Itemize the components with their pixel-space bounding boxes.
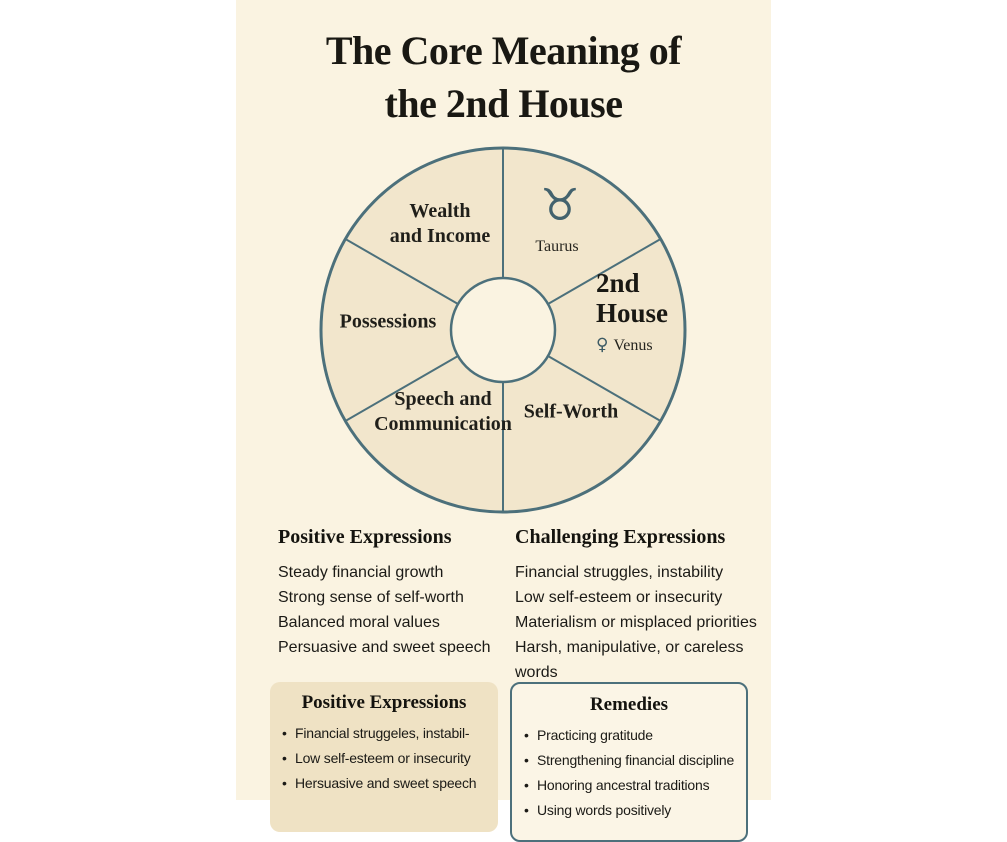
list-item: Low self-esteem or insecurity bbox=[282, 746, 492, 771]
list-item: Steady financial growth bbox=[278, 564, 444, 581]
list-item: Balanced moral values bbox=[278, 614, 440, 631]
list-item: Low self-esteem or insecurity bbox=[515, 589, 723, 606]
list-item: Financial struggles, instability bbox=[515, 564, 724, 581]
positive-expressions-box: Positive Expressions Financial struggele… bbox=[270, 682, 498, 832]
positive-box-heading: Positive Expressions bbox=[301, 692, 467, 713]
venus-row: ♀Venus bbox=[596, 335, 668, 355]
challenging-expressions-heading: Challenging Expressions bbox=[515, 526, 726, 548]
segment-speech-line1: Speech and bbox=[394, 388, 492, 410]
infographic-panel: The Core Meaning of the 2nd House Wealth… bbox=[236, 0, 771, 842]
house-label-line1: 2nd bbox=[596, 268, 640, 298]
page-title-line2: the 2nd House bbox=[384, 81, 624, 126]
list-item: Hersuasive and sweet speech bbox=[282, 771, 492, 796]
segment-speech-line2: Communication bbox=[374, 413, 512, 435]
taurus-icon: ♉ bbox=[540, 180, 580, 231]
house-label-line2: House bbox=[596, 298, 669, 328]
list-item: Using words positively bbox=[524, 798, 740, 823]
segment-self-worth: Self-Worth bbox=[523, 400, 619, 423]
challenging-expressions-section: Challenging Expressions Financial strugg… bbox=[515, 526, 777, 685]
segment-speech-communication: Speech and Communication bbox=[374, 387, 512, 437]
page-title-line1: The Core Meaning of bbox=[325, 28, 682, 73]
page-title: The Core Meaning of the 2nd House bbox=[236, 24, 771, 130]
remedies-heading: Remedies bbox=[589, 694, 669, 715]
list-item: Financial struggeles, instabil- bbox=[282, 721, 492, 746]
list-item: Harsh, manipulative, or careless words bbox=[515, 639, 744, 681]
positive-expressions-heading: Positive Expressions bbox=[278, 526, 452, 548]
list-item: Strong sense of self-worth bbox=[278, 589, 464, 606]
segment-wealth-income: Wealth and Income bbox=[390, 199, 491, 249]
house-wheel-diagram: Wealth and Income ♉ Taurus 2nd House ♀Ve… bbox=[313, 140, 693, 520]
venus-label: Venus bbox=[613, 337, 653, 354]
list-item: Materialism or misplaced priorities bbox=[515, 614, 757, 631]
remedies-box: Remedies Practicing gratitude Strengthen… bbox=[510, 682, 748, 842]
positive-expressions-list: Steady financial growth Strong sense of … bbox=[278, 560, 508, 660]
venus-icon: ♀ bbox=[596, 335, 609, 355]
list-item: Persuasive and sweet speech bbox=[278, 639, 491, 656]
challenging-expressions-list: Financial struggles, instability Low sel… bbox=[515, 560, 777, 685]
remedies-list: Practicing gratitude Strengthening finan… bbox=[524, 723, 740, 823]
list-item: Strengthening financial discipline bbox=[524, 748, 740, 773]
positive-expressions-section: Positive Expressions Steady financial gr… bbox=[278, 526, 508, 660]
positive-box-list: Financial struggeles, instabil- Low self… bbox=[282, 721, 492, 796]
segment-wealth-line1: Wealth bbox=[409, 200, 471, 222]
segment-2nd-house: 2nd House ♀Venus bbox=[596, 268, 668, 355]
list-item: Honoring ancestral traditions bbox=[524, 773, 740, 798]
list-item: Practicing gratitude bbox=[524, 723, 740, 748]
wheel-graphic bbox=[319, 146, 687, 514]
segment-possessions: Possessions bbox=[339, 310, 437, 333]
taurus-label: Taurus bbox=[535, 238, 579, 255]
segment-wealth-line2: and Income bbox=[389, 225, 491, 247]
